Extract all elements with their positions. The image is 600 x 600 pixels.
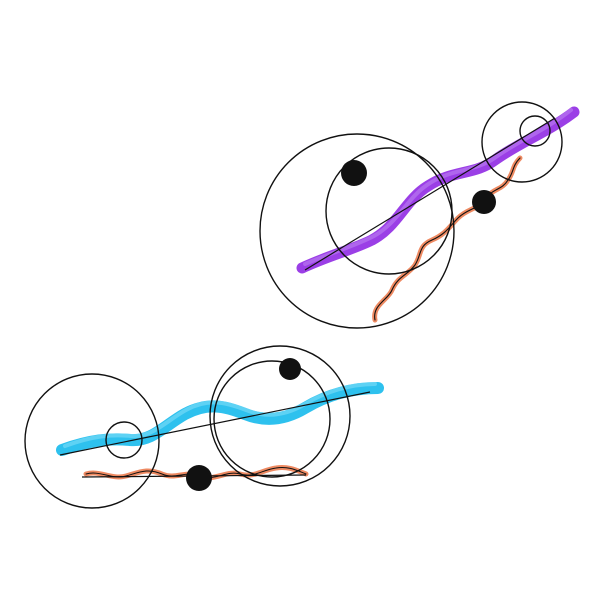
orange-wave-core bbox=[374, 157, 521, 321]
lower-straight-line bbox=[59, 391, 371, 456]
lower-filled-dot-bottom bbox=[186, 465, 212, 491]
lower-right-large-circle bbox=[209, 345, 351, 487]
upper-filled-dot-left bbox=[341, 160, 367, 186]
lower-left-large-circle bbox=[24, 373, 160, 509]
cyan-wave-stroke bbox=[56, 382, 384, 456]
upper-right-small-circle bbox=[519, 115, 551, 147]
upper-filled-dot-right bbox=[472, 190, 496, 214]
lower-filled-dot-top bbox=[279, 358, 301, 380]
cyan-wave-highlight bbox=[63, 382, 377, 448]
upper-group bbox=[259, 101, 580, 329]
upper-large-circle bbox=[259, 133, 455, 329]
lower-group bbox=[24, 345, 384, 509]
upper-medium-circle bbox=[325, 147, 453, 275]
purple-wave-highlight bbox=[303, 108, 573, 266]
upper-right-circle bbox=[481, 101, 563, 183]
lower-right-medium-circle bbox=[213, 360, 331, 478]
upper-straight-line bbox=[304, 117, 556, 271]
lower-left-small-circle bbox=[105, 421, 143, 459]
